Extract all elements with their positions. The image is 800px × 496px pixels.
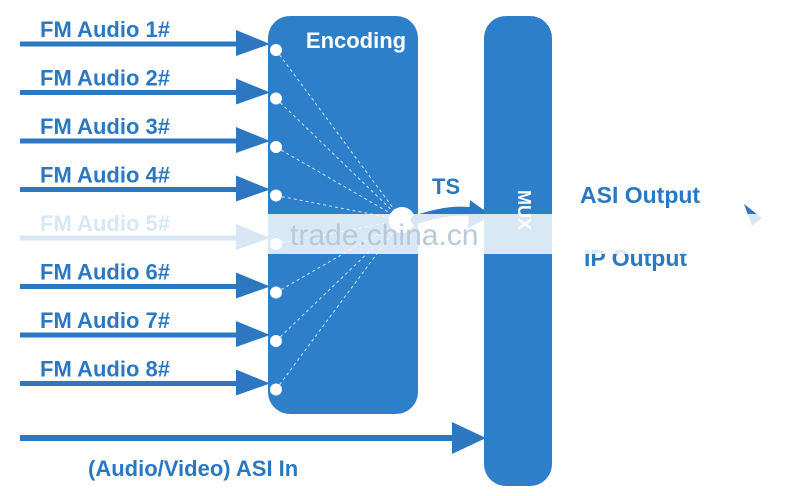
fan-line xyxy=(275,146,403,221)
watermark-text: trade.china.cn xyxy=(290,219,478,252)
fan-line xyxy=(275,49,403,221)
fm-audio-input-2: FM Audio 2# xyxy=(20,66,270,105)
fm-audio-arrow-head xyxy=(236,78,270,105)
fm-audio-input-3: FM Audio 3# xyxy=(20,114,270,153)
fm-audio-input-4: FM Audio 4# xyxy=(20,163,270,202)
asi-in-arrow-head xyxy=(452,422,486,454)
fm-audio-label: FM Audio 7# xyxy=(40,308,170,333)
input-node xyxy=(270,189,282,202)
asi-output-label: ASI Output xyxy=(580,182,700,208)
fm-audio-label: FM Audio 2# xyxy=(40,66,170,91)
fan-line xyxy=(275,98,403,221)
input-node xyxy=(270,335,282,347)
fm-audio-input-1: FM Audio 1# xyxy=(20,17,270,56)
fm-audio-input-8: FM Audio 8# xyxy=(20,357,270,396)
fm-audio-input-7: FM Audio 7# xyxy=(20,308,270,347)
fm-audio-arrow-head xyxy=(236,369,270,396)
watermark-band xyxy=(0,214,800,254)
fm-audio-label: FM Audio 6# xyxy=(40,260,170,285)
fm-audio-label: FM Audio 8# xyxy=(40,357,170,382)
fm-audio-arrow-head xyxy=(236,127,270,153)
fm-audio-inputs: FM Audio 1# FM Audio 2# FM Audio 3# FM Audi… xyxy=(20,17,270,396)
fm-audio-label: FM Audio 4# xyxy=(40,163,170,188)
fm-audio-label: FM Audio 3# xyxy=(40,114,170,139)
input-node xyxy=(270,92,282,105)
input-node xyxy=(270,383,282,396)
fm-audio-input-6: FM Audio 6# xyxy=(20,260,270,299)
input-node xyxy=(270,44,282,56)
input-node xyxy=(270,141,282,153)
fm-audio-arrow-head xyxy=(236,321,270,347)
fm-audio-arrow-head xyxy=(236,30,270,56)
asi-in-label: (Audio/Video) ASI In xyxy=(88,456,298,481)
fm-audio-label: FM Audio 1# xyxy=(40,17,170,42)
input-node xyxy=(270,286,282,299)
ts-label: TS xyxy=(432,174,460,199)
fm-audio-arrow-head xyxy=(236,272,270,299)
encoding-title: Encoding xyxy=(306,28,406,53)
fm-audio-arrow-head xyxy=(236,175,270,202)
